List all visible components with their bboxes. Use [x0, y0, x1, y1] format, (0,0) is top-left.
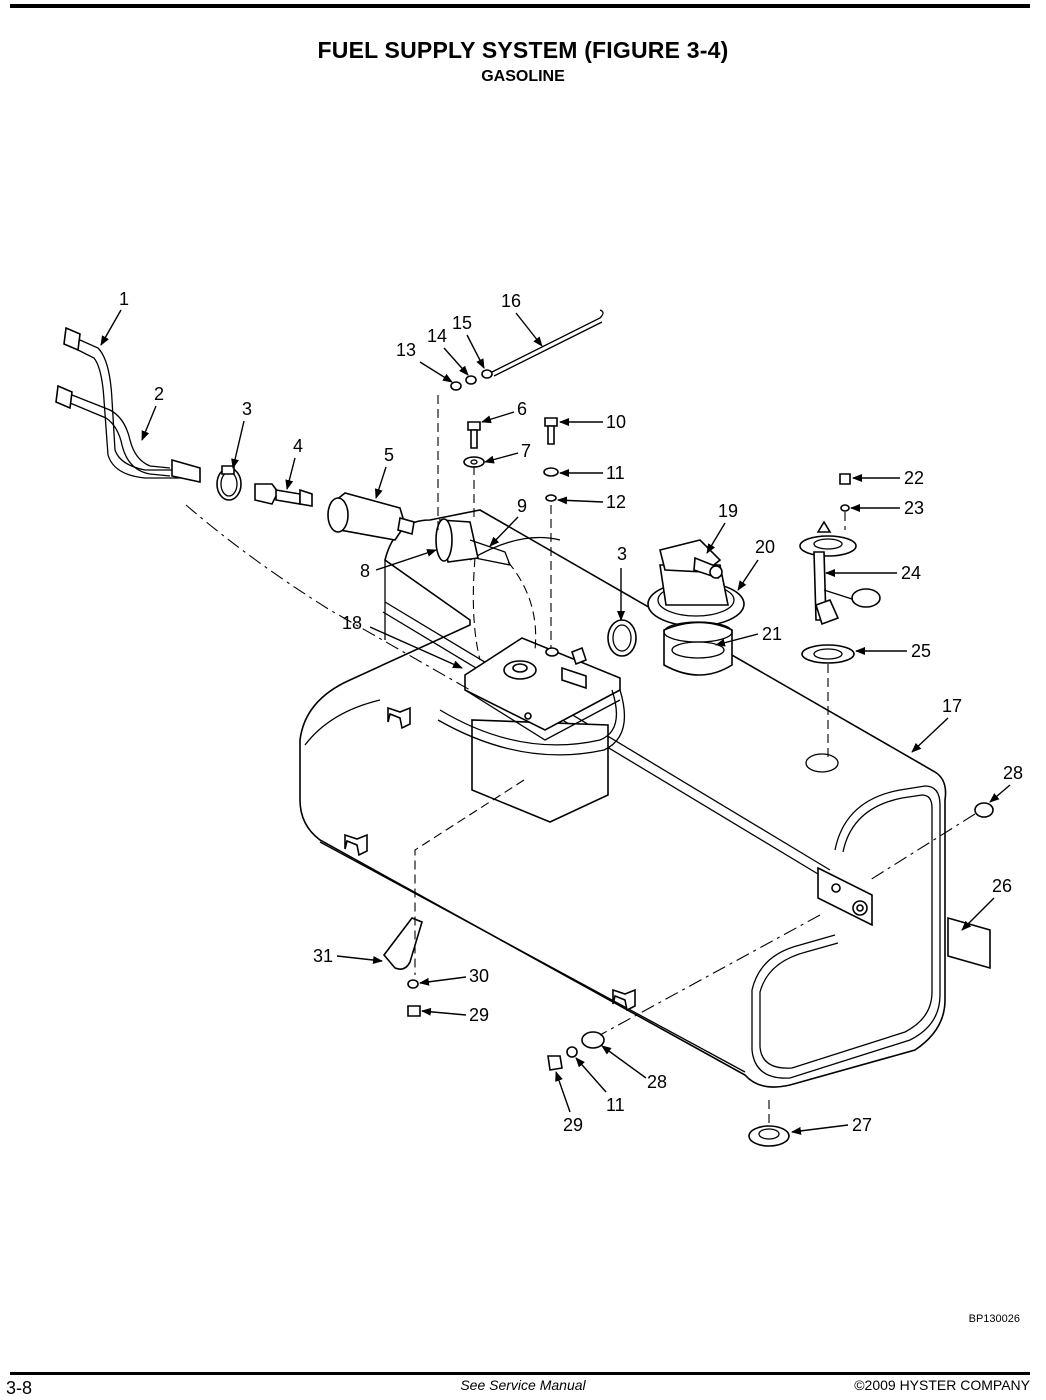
fuel-filter: [327, 492, 415, 541]
top-rule: [10, 4, 1030, 8]
callout-28b: 28: [647, 1072, 667, 1092]
callout-13: 13: [396, 340, 416, 360]
callout-29b: 29: [563, 1115, 583, 1135]
callout-23: 23: [904, 498, 924, 518]
callout-20: 20: [755, 537, 775, 557]
callout-labels: 1 2 3 4 5 6 7 8 9 10 11 12 13 14 15 16 1…: [100, 289, 1023, 1135]
fuel-pump: [647, 539, 745, 676]
fuel-level-sender: [799, 520, 881, 664]
callout-26: 26: [992, 876, 1012, 896]
callout-29a: 29: [469, 1005, 489, 1025]
hose-clamp: [216, 465, 242, 501]
callout-5: 5: [384, 445, 394, 465]
page-subtitle: GASOLINE: [481, 68, 565, 85]
callout-15: 15: [452, 313, 472, 333]
callout-17: 17: [942, 696, 962, 716]
callout-8: 8: [360, 561, 370, 581]
pump-clamp: [607, 619, 637, 657]
callout-16: 16: [501, 291, 521, 311]
callout-27: 27: [852, 1115, 872, 1135]
callout-14: 14: [427, 326, 447, 346]
callout-24: 24: [901, 563, 921, 583]
figure-id: BP130026: [968, 1313, 1020, 1325]
pickup-assembly: [437, 637, 626, 823]
callout-7: 7: [521, 441, 531, 461]
fuel-lines: [55, 326, 201, 483]
callout-11b: 11: [606, 1095, 625, 1115]
callout-1: 1: [119, 289, 129, 309]
callout-18: 18: [342, 613, 362, 633]
bottom-rule: [10, 1372, 1030, 1375]
callout-4: 4: [293, 436, 303, 456]
callout-3b: 3: [617, 544, 627, 564]
footer-note: See Service Manual: [460, 1377, 586, 1393]
fuel-tank: [299, 509, 991, 1088]
fasteners: [382, 309, 994, 1147]
callout-10: 10: [606, 412, 626, 432]
callout-28a: 28: [1003, 763, 1023, 783]
page-number: 3-8: [6, 1378, 33, 1398]
callout-21: 21: [762, 624, 782, 644]
callout-30: 30: [469, 966, 489, 986]
callout-11: 11: [606, 463, 625, 483]
callout-22: 22: [904, 468, 924, 488]
callout-31: 31: [313, 946, 333, 966]
alignment-lines: [185, 395, 976, 1124]
copyright: ©2009 HYSTER COMPANY: [854, 1377, 1030, 1393]
fuel-hose: [435, 518, 537, 661]
callout-9: 9: [517, 496, 527, 516]
fuel-fitting: [254, 483, 313, 507]
callout-3: 3: [242, 399, 252, 419]
page-title: FUEL SUPPLY SYSTEM (FIGURE 3-4): [317, 37, 729, 63]
callout-2: 2: [154, 384, 164, 404]
callout-12: 12: [606, 492, 626, 512]
callout-6: 6: [517, 399, 527, 419]
callout-25: 25: [911, 641, 931, 661]
callout-19: 19: [718, 501, 738, 521]
